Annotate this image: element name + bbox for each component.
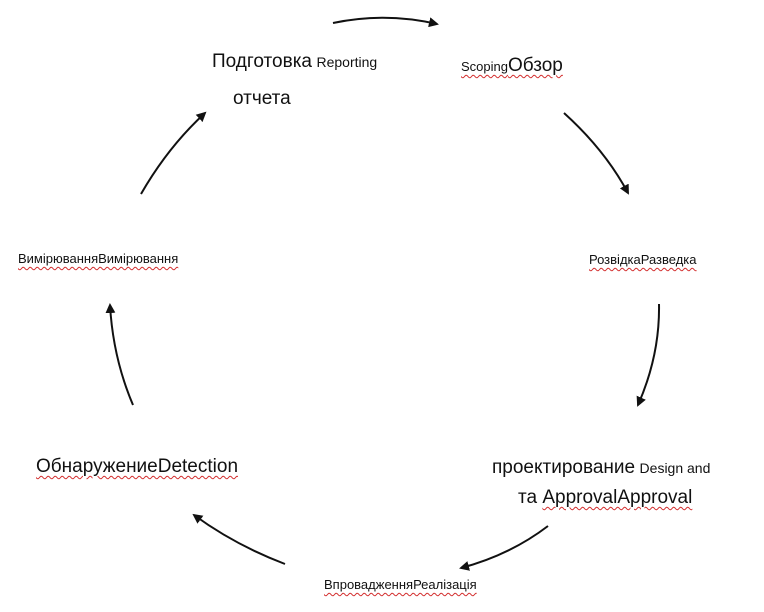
design-label-approval: ApprovalApproval <box>542 487 693 508</box>
design-label-prefix: та <box>518 487 538 508</box>
arrow-detection-to-measurement <box>105 303 134 406</box>
reporting-label-en: Reporting <box>316 54 378 70</box>
arrow-scoping-to-recon <box>563 112 629 195</box>
arrow-design-to-implementation <box>459 525 549 571</box>
arrow-reporting-to-scoping <box>332 16 439 28</box>
node-design: проектирование Design and <box>492 456 710 480</box>
scoping-label-en: Scoping <box>461 59 508 74</box>
design-label-en: Design and <box>639 460 711 476</box>
arrow-measurement-to-reporting <box>140 111 207 195</box>
arrow-recon-to-design <box>636 303 661 407</box>
node-detection: ОбнаружениеDetection <box>36 456 239 477</box>
node-scoping: ScopingОбзор <box>461 54 563 78</box>
reporting-label-line2: отчета <box>233 88 291 109</box>
design-label-ru: проектирование <box>492 457 636 478</box>
arrow-implementation-to-detection <box>192 513 286 565</box>
reporting-label-ru: Подготовка <box>212 51 313 72</box>
scoping-label-ru: Обзор <box>507 55 563 76</box>
node-implementation: ВпровадженняРеалізація <box>324 577 477 592</box>
design-label-line2: та ApprovalApproval <box>518 486 692 510</box>
node-measurement: ВимірюванняВимірювання <box>18 251 179 266</box>
node-recon: РозвідкаРазведка <box>589 252 697 267</box>
node-reporting: Подготовка Reporting <box>212 50 377 74</box>
